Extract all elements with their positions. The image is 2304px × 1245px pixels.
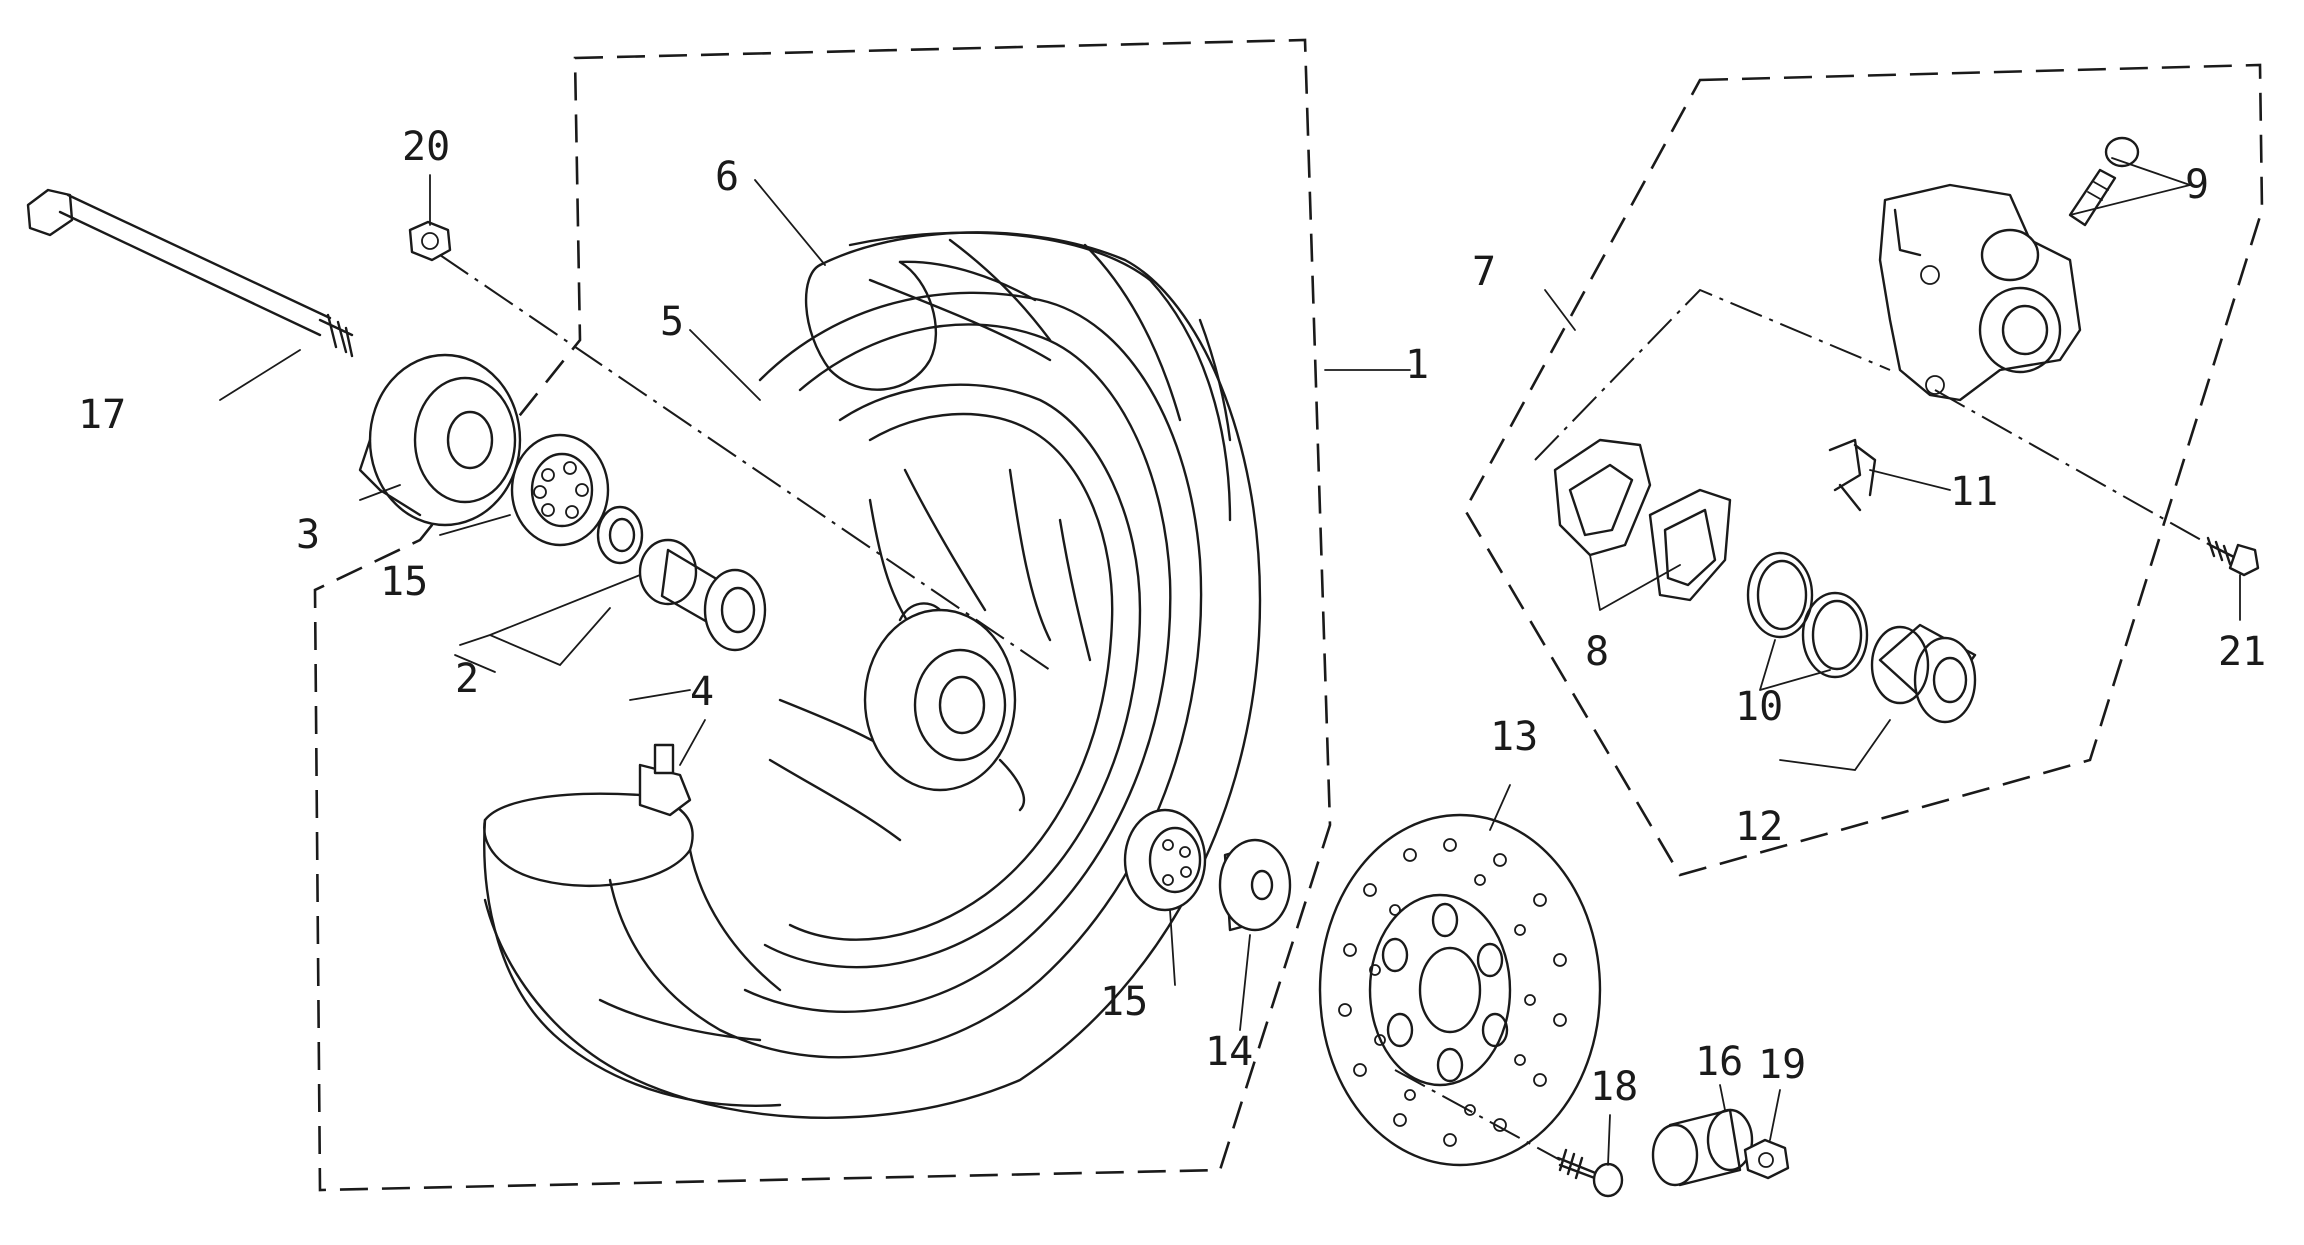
brake-disc [1318, 813, 1602, 1167]
callout-19: 19 [1758, 1042, 1806, 1088]
wheel-group-boundary [313, 38, 1332, 1192]
nut-top [408, 220, 452, 262]
callout-10: 10 [1735, 684, 1783, 730]
axle [26, 188, 354, 358]
seal-ring-b [1801, 591, 1869, 679]
centerline-axle [439, 254, 1051, 671]
brake-pad-a [1553, 438, 1652, 557]
nut-bottom [1743, 1138, 1790, 1180]
callout-8: 8 [1585, 629, 1609, 675]
distance-collar [638, 538, 767, 652]
bearing-left [510, 433, 610, 547]
piston [1870, 623, 1977, 724]
callout-labels: 1 2 3 4 5 6 7 8 9 10 11 12 13 14 15 15 1… [78, 124, 2266, 1110]
callout-11: 11 [1950, 469, 1998, 515]
callout-14: 14 [1205, 1029, 1253, 1075]
callout-7: 7 [1472, 249, 1496, 295]
brake-pad-b [1648, 488, 1732, 602]
hub-cap [358, 353, 522, 527]
callout-9: 9 [2185, 162, 2209, 208]
callout-15-left: 15 [380, 559, 428, 605]
caliper-body [1878, 183, 2082, 402]
callout-2: 2 [455, 656, 479, 702]
wheel-assembly [483, 231, 1262, 1119]
centerline-caliper-bolt [1934, 389, 2211, 546]
callout-13: 13 [1490, 714, 1538, 760]
callout-18: 18 [1590, 1064, 1638, 1110]
bearing-right [1123, 808, 1207, 912]
seal-ring [596, 505, 644, 565]
callout-21: 21 [2218, 629, 2266, 675]
callout-15-right: 15 [1100, 979, 1148, 1025]
caliper-bolt [2206, 536, 2260, 577]
spacer [1218, 838, 1292, 932]
pad-spring [1828, 438, 1877, 512]
callout-16: 16 [1695, 1039, 1743, 1085]
callout-20: 20 [402, 124, 450, 170]
centerline-disc-bolt [1394, 1069, 1561, 1161]
callout-1: 1 [1405, 342, 1429, 388]
seal-ring-a [1746, 551, 1814, 639]
callout-17: 17 [78, 392, 126, 438]
caliper-group-boundary [1463, 63, 2264, 877]
callout-6: 6 [715, 154, 739, 200]
collar [1651, 1108, 1754, 1187]
leader-lines [219, 157, 2241, 1166]
callout-5: 5 [660, 299, 684, 345]
centerline-caliper [1534, 288, 1891, 461]
callout-4: 4 [690, 669, 714, 715]
callout-12: 12 [1735, 804, 1783, 850]
callout-3: 3 [296, 512, 320, 558]
disc-bolt [1556, 1148, 1624, 1198]
